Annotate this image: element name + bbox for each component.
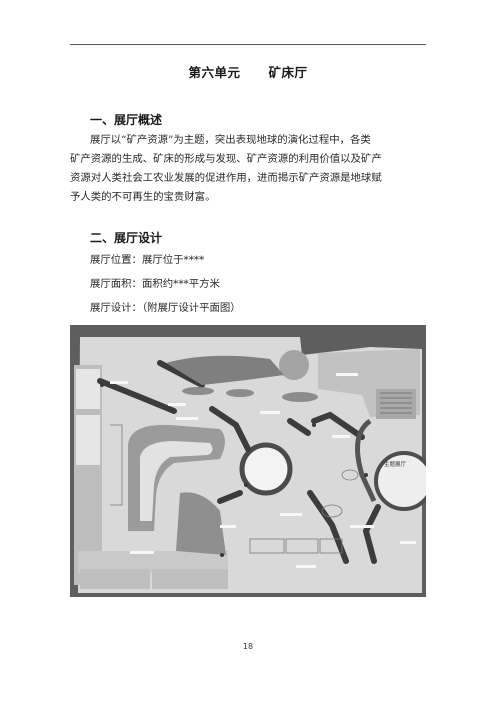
overview-paragraph: 展厅以“矿产资源”为主题，突出表现地球的演化过程中，各类 矿产资源的生成、矿床的… (70, 131, 426, 207)
paragraph-line: 予人类的不可再生的宝贵财富。 (70, 191, 216, 203)
paragraph-line: 矿产资源的生成、矿床的形成与发现、矿产资源的利用价值以及矿产 (70, 153, 382, 165)
page-number: 18 (242, 642, 254, 651)
design-item-plan: 展厅设计：（附展厅设计平面图） (90, 302, 241, 314)
floor-plan-image: 主题展厅 (70, 325, 426, 597)
unit-number: 第六单元 (188, 65, 241, 80)
design-item-area: 展厅面积：面积约***平方米 (90, 278, 220, 290)
unit-title: 第六单元 矿床厅 (0, 62, 496, 81)
section-heading-design: 二、展厅设计 (90, 231, 163, 245)
design-item-location: 展厅位置：展厅位于**** (90, 254, 205, 266)
header-rule (70, 44, 426, 45)
section-heading-overview: 一、展厅概述 (90, 113, 163, 127)
paragraph-line: 展厅以“矿产资源”为主题，突出表现地球的演化过程中，各类 (90, 134, 371, 146)
main-hall-label: 主题展厅 (384, 460, 407, 468)
paragraph-line: 资源对人类社会工农业发展的促进作用，进而揭示矿产资源是地球赋 (70, 172, 382, 184)
unit-name: 矿床厅 (268, 65, 308, 80)
